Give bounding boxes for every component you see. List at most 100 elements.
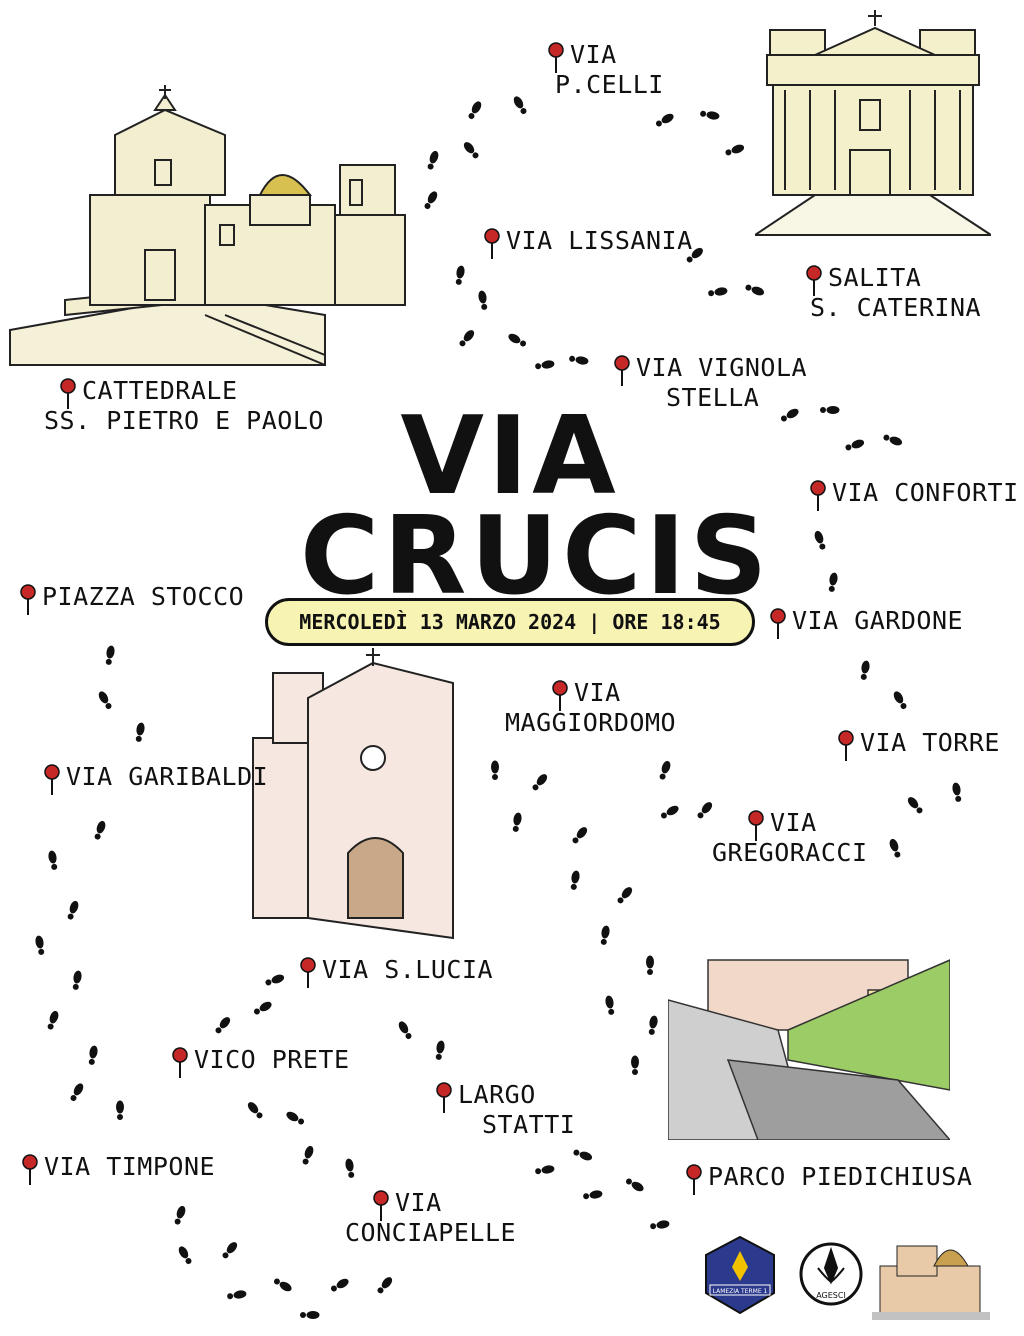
agesci-logo-text: AGESCI [816,1291,846,1300]
map-pin-icon [20,584,36,615]
footprint-icon [820,406,840,414]
map-pin-icon [484,228,500,259]
footprint-icon [700,110,720,120]
footprint-icon [300,1311,320,1319]
map-pin-icon [172,1047,188,1078]
map-pin-icon [22,1154,38,1185]
footprint-icon [455,265,465,285]
santa-lucia-church-illustration [252,648,454,940]
footprint-icon [648,1015,658,1035]
scout-logo-text: LAMEZIA TERME 1 [713,1288,768,1295]
stop-vicoprete: VICO PRETE [172,1045,350,1078]
footprint-icon [459,330,475,347]
footprint-icon [583,1190,603,1200]
footprint-icon [600,925,610,945]
santa-caterina-church-illustration [755,10,991,236]
stop-timpone: VIA TIMPONE [22,1152,215,1185]
footprint-icon [631,1055,639,1075]
footprint-icon [573,1149,593,1161]
footprint-icon [72,970,82,990]
stop-lissania: VIA LISSANIA [484,226,693,259]
footprint-icon [302,1145,314,1165]
footprint-icon [273,1278,292,1292]
footprint-icon [478,290,488,310]
footprint-icon [883,434,903,446]
map-pin-icon [838,730,854,761]
map-pin-icon [552,680,568,711]
map-pin-icon [373,1190,389,1221]
footprint-icon [222,1242,238,1259]
footprint-icon [686,247,703,263]
cathedral-photo-logo [872,1226,990,1320]
footprint-icon [659,760,671,780]
footprint-icon [508,333,527,347]
footprint-icon [907,797,923,814]
footprint-icon [468,101,482,120]
footprint-icon [570,870,580,890]
map-pin-icon [548,42,564,73]
map-pin-icon [770,608,786,639]
map-pin-icon [300,957,316,988]
footprint-icon [98,691,112,710]
stop-garibaldi: VIA GARIBALDI [44,762,268,795]
footprint-icon [265,974,285,986]
footprint-icon [725,144,745,156]
footprint-icon [215,1017,231,1034]
footprint-icon [135,722,145,742]
footprint-icon [660,805,679,819]
footprint-icon [572,827,588,844]
stop-gardone: VIA GARDONE [770,606,963,639]
footprint-icon [814,530,826,550]
footprint-icon [253,1001,272,1015]
map-pin-icon [60,378,76,409]
footprint-icon [745,284,765,296]
footprint-icon [178,1246,192,1265]
footprint-icon [174,1205,186,1225]
footprint-icon [463,142,479,159]
cathedral-illustration [9,85,406,366]
footprint-icon [650,1220,670,1230]
title-line-2: CRUCIS [300,494,772,619]
stop-slucia: VIA S.LUCIA [300,955,493,988]
stop-conforti: VIA CONFORTI [810,478,1019,511]
map-pin-icon [806,265,822,296]
stop-stocco: PIAZZA STOCCO [20,582,244,615]
footprint-icon [227,1290,247,1300]
footprint-icon [94,820,106,840]
footprint-icon [48,850,58,870]
footprint-icon [512,812,522,832]
stop-torre: VIA TORRE [838,728,1000,761]
footprint-icon [286,1111,305,1125]
date-banner: MERCOLEDÌ 13 MARZO 2024 | ORE 18:45 [265,598,755,646]
footprint-icon [424,191,438,210]
footprint-icon [105,645,115,665]
footprint-icon [47,1010,59,1030]
agesci-logo: AGESCI [799,1242,863,1306]
footprint-icon [435,1040,445,1060]
footprint-icon [535,1165,555,1175]
map-pin-icon [44,764,60,795]
map-pin-icon [810,480,826,511]
footprint-icon [860,660,870,680]
footprint-icon [116,1100,124,1120]
stop-parco: PARCO PIEDICHIUSA [686,1162,972,1195]
footprint-icon [828,572,838,592]
map-pin-icon [686,1164,702,1195]
footprint-icon [617,887,633,904]
map-pin-icon [614,355,630,386]
footprint-icon [427,150,439,170]
footprint-icon [646,955,654,975]
map-pin-icon [436,1082,452,1113]
title-line-1: VIA [400,394,620,519]
footprint-icon [247,1102,263,1119]
footprint-icon [893,691,907,710]
footprint-icon [535,360,555,370]
